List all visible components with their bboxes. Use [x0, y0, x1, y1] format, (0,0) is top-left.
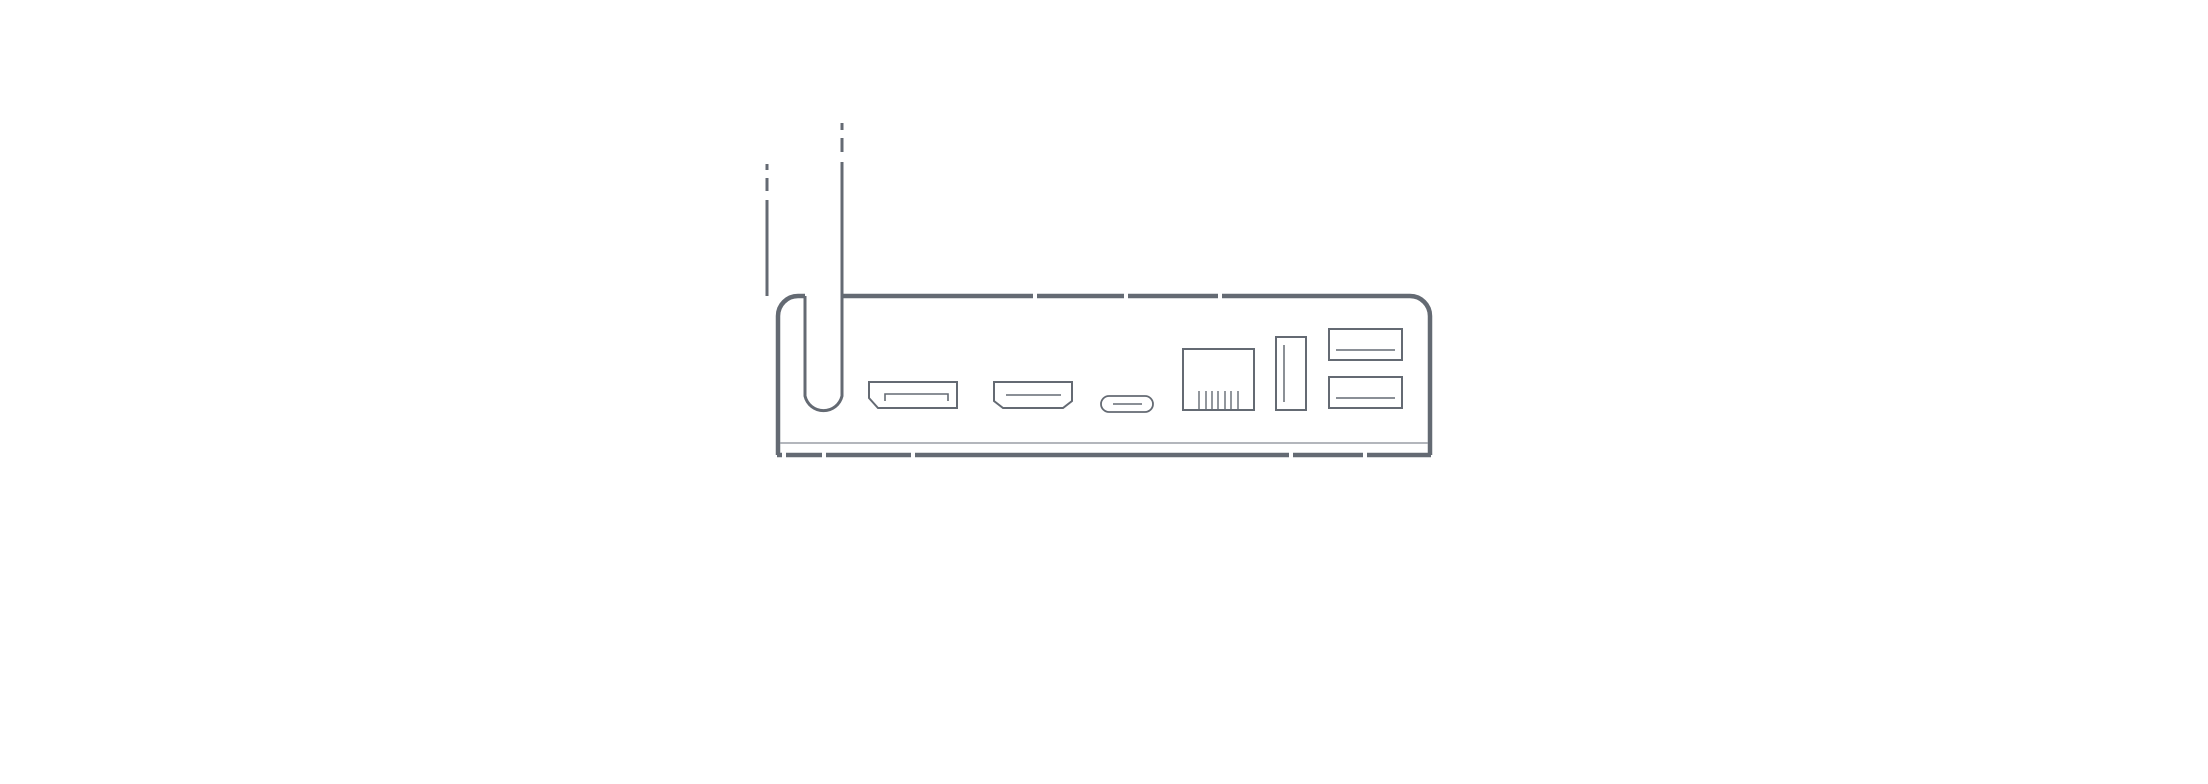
antenna-group — [765, 123, 844, 413]
usb-a-top-icon — [1328, 328, 1403, 361]
chassis — [775, 293, 1433, 458]
ethernet-icon — [1182, 348, 1255, 411]
ports — [868, 328, 1403, 413]
usb-a-vertical-icon — [1275, 336, 1307, 411]
usb-c-icon — [1100, 395, 1154, 413]
chassis-left-edge — [775, 293, 805, 455]
chassis-right-edge — [1409, 293, 1433, 455]
hdmi-icon — [993, 381, 1073, 409]
usb-a-bottom-icon — [1328, 376, 1403, 409]
displayport-icon — [868, 381, 958, 409]
antenna-body-icon — [803, 296, 844, 413]
